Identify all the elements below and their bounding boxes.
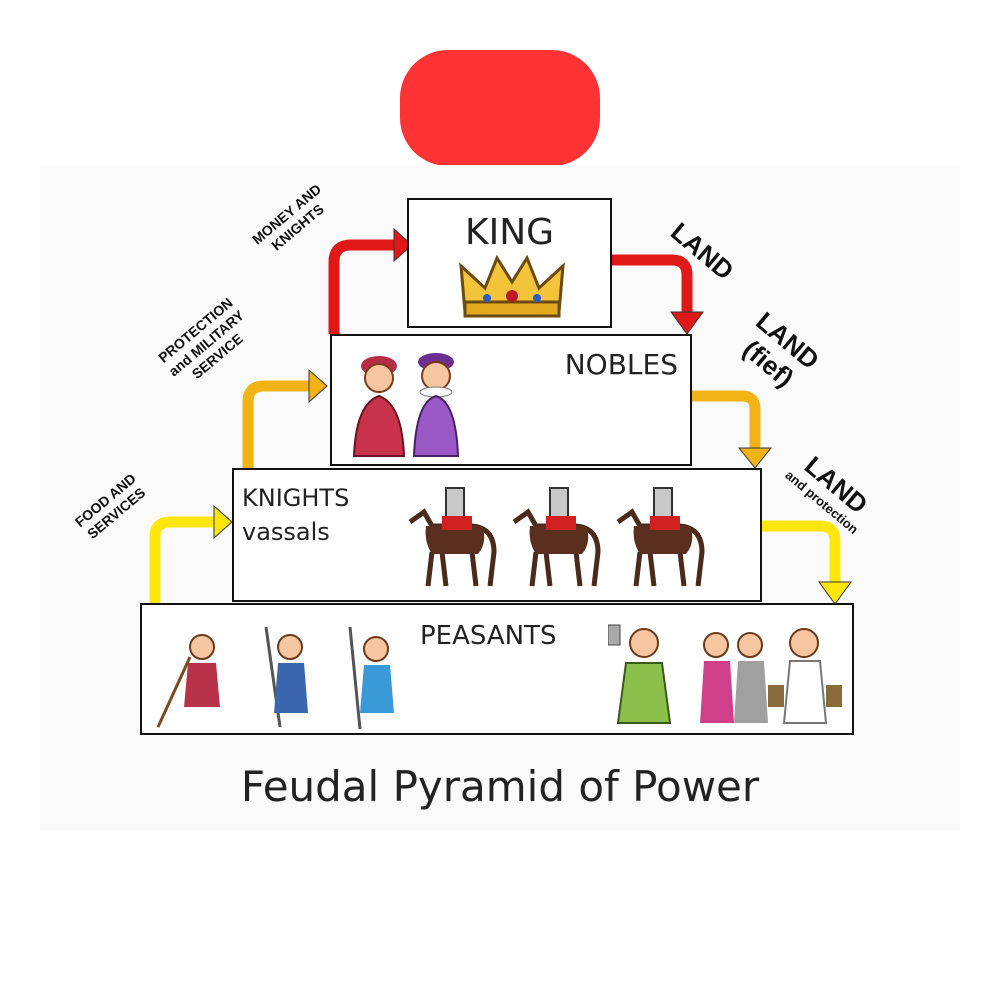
arrow-land-protection	[760, 520, 841, 582]
tier-knights-label: KNIGHTS	[242, 484, 350, 512]
knight-on-horse-figure	[512, 487, 601, 587]
arrowhead-land-king	[670, 311, 704, 335]
header-red-pill	[400, 50, 600, 166]
nobles-figures	[352, 353, 460, 457]
tier-king-label: KING	[464, 212, 555, 253]
arrowhead-land-protection	[818, 581, 852, 605]
peasants-right-figures	[608, 624, 842, 724]
tier-nobles: NOBLES	[330, 334, 692, 466]
arrowhead-food-services	[213, 504, 233, 540]
arrow-land-fief	[692, 390, 761, 448]
arrow-food-services	[149, 516, 216, 605]
arrowhead-land-fief	[737, 447, 773, 469]
tier-king: KING	[407, 198, 612, 328]
arrow-protection-service	[242, 380, 311, 470]
diagram-caption: Feudal Pyramid of Power	[240, 762, 760, 811]
tier-nobles-label: NOBLES	[564, 348, 678, 381]
knight-on-horse-figure	[408, 487, 497, 587]
arrow-land-king	[612, 254, 693, 312]
arrow-money-and-knights	[328, 239, 396, 334]
arrowhead-protection-service	[308, 368, 328, 404]
tier-peasants: PEASANTS	[140, 603, 854, 735]
crown-icon	[459, 254, 565, 318]
tier-peasants-label: PEASANTS	[420, 621, 557, 651]
tier-knights: KNIGHTS vassals	[232, 468, 762, 602]
tier-knights-sublabel: vassals	[242, 518, 330, 546]
knight-on-horse-figure	[616, 487, 705, 587]
arrowhead-money-and-knights	[393, 227, 413, 263]
peasants-left-figures	[156, 626, 394, 730]
